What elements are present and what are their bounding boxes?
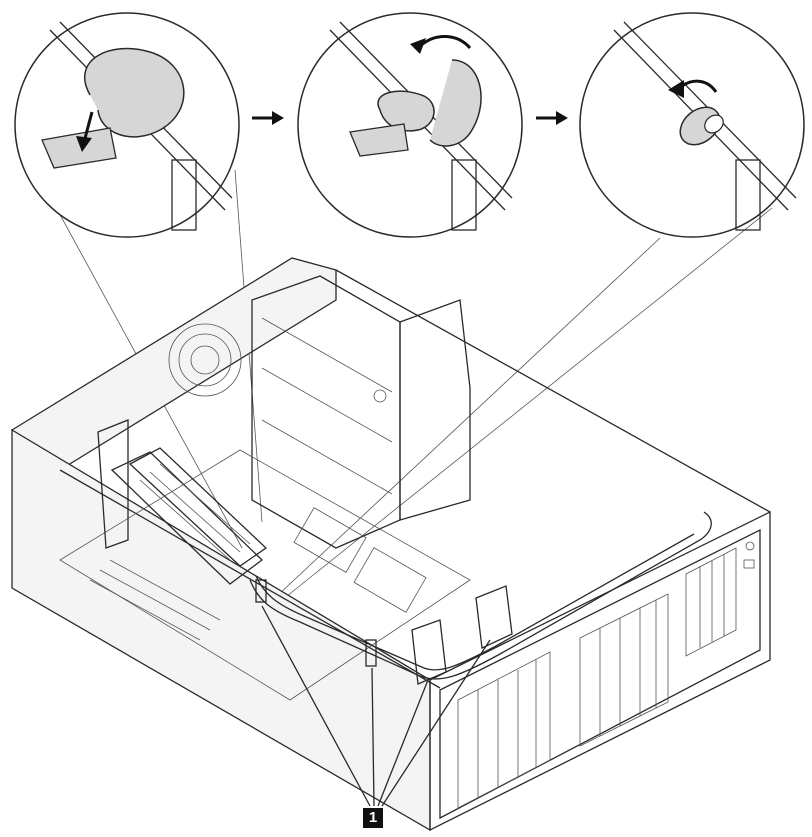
step-arrow-2 — [536, 111, 568, 125]
detail-circle-step-1 — [14, 12, 240, 238]
strap-fastened-icon — [668, 79, 724, 146]
rotate-strap-icon — [349, 35, 482, 157]
front-drive-bays — [457, 541, 755, 809]
cable-clips — [255, 579, 513, 685]
drive-cage — [251, 275, 471, 549]
raid-adapter-card — [97, 419, 268, 585]
callout-pointer-lines — [261, 605, 491, 807]
step-arrow-1 — [252, 111, 284, 125]
motherboard — [59, 449, 471, 701]
wrap-strap-around-cable-icon — [41, 47, 185, 169]
detail-circle-step-2 — [297, 12, 523, 238]
server-chassis — [10, 257, 771, 832]
rear-fan-grille — [168, 323, 242, 397]
callout-label-1: 1 — [363, 808, 383, 828]
detail-circle-step-3 — [579, 12, 805, 238]
